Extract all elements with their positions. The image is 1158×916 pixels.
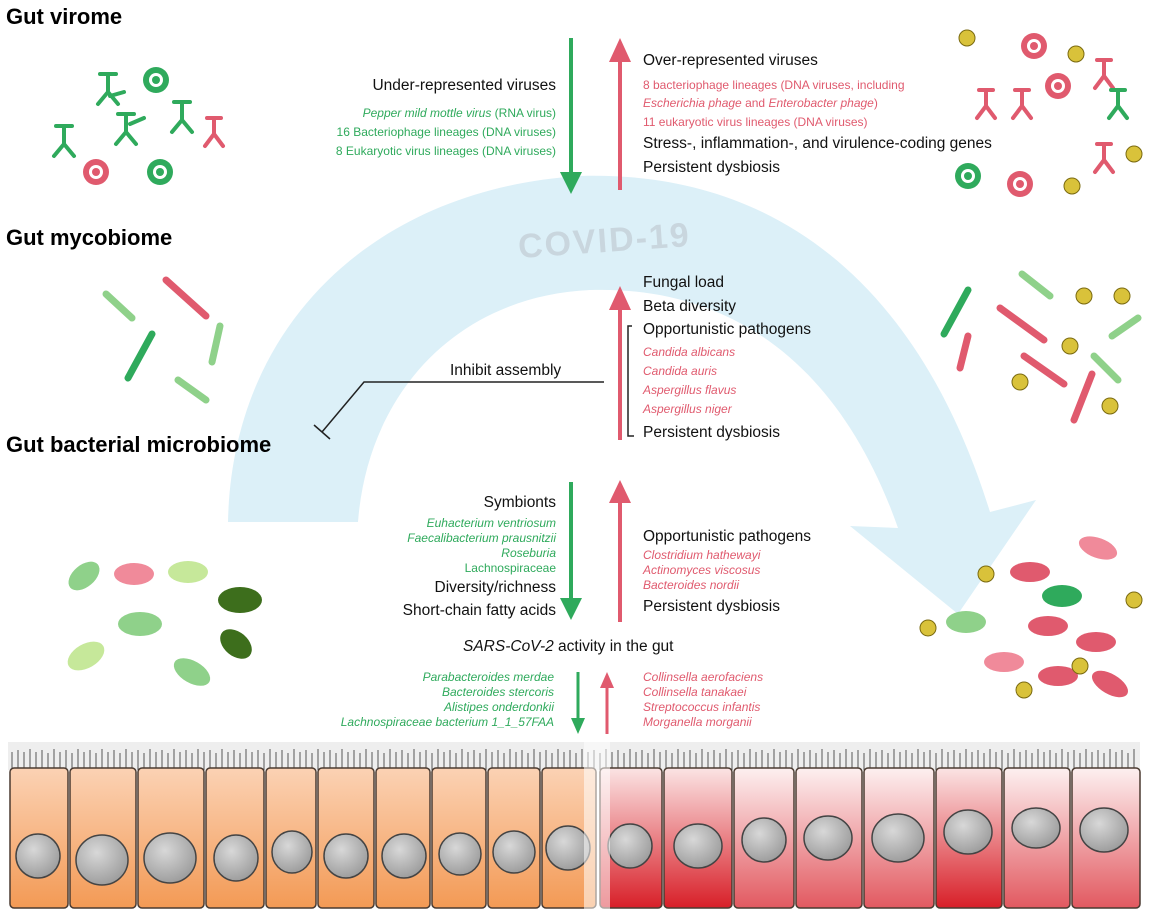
- sars-down-2: Bacteroides stercoris: [441, 685, 554, 699]
- over-item-1: 8 bacteriophage lineages (DNA viruses, i…: [643, 78, 905, 92]
- mycobiome-arrow: [609, 286, 634, 440]
- over-item-2-a: Escherichia phage: [643, 96, 742, 110]
- stress-genes-line: Stress-, inflammation-, and virulence-co…: [643, 135, 992, 152]
- myco-species-3: Aspergillus flavus: [643, 383, 737, 397]
- over-item-2: Escherichia phage and Enterobacter phage…: [643, 96, 878, 110]
- sars-down-1: Parabacteroides merdae: [422, 670, 554, 684]
- bact-dysbiosis-line: Persistent dysbiosis: [643, 598, 780, 615]
- sars-activity-label: SARS-CoV-2 activity in the gut: [463, 638, 674, 656]
- under-item-1-name: Pepper mild mottle virus: [362, 106, 492, 120]
- bact-pathogen-2: Actinomyces viscosus: [643, 563, 761, 577]
- mycobiome-right-cluster: [940, 270, 1142, 424]
- sars-down-4: Lachnospiraceae bacterium 1_1_57FAA: [340, 715, 554, 729]
- under-item-1-rest: (RNA virus): [491, 106, 556, 120]
- inhibit-assembly-label: Inhibit assembly: [450, 362, 562, 379]
- bacterial-arrows: [560, 480, 631, 622]
- virome-arrows: [560, 38, 631, 194]
- myco-opportunistic-line: Opportunistic pathogens: [643, 321, 812, 338]
- beta-diversity-line: Beta diversity: [643, 298, 737, 315]
- diversity-line: Diversity/richness: [434, 579, 556, 596]
- sars-name: SARS-CoV-2: [463, 638, 554, 655]
- myco-species-1: Candida albicans: [643, 345, 736, 359]
- myco-dysbiosis-line: Persistent dysbiosis: [643, 424, 780, 441]
- over-item-2-mid: and: [741, 96, 769, 110]
- sars-down-3: Alistipes onderdonkii: [443, 700, 554, 714]
- symbiont-2: Faecalibacterium prausnitzii: [407, 531, 556, 545]
- sars-up-1: Collinsella aerofaciens: [643, 670, 764, 684]
- under-item-1: Pepper mild mottle virus (RNA virus): [363, 106, 556, 120]
- under-item-2: 16 Bacteriophage lineages (DNA viruses): [336, 125, 556, 139]
- under-represented-title: Under-represented viruses: [372, 77, 556, 94]
- under-item-3: 8 Eukaryotic virus lineages (DNA viruses…: [335, 144, 556, 158]
- fungal-load-line: Fungal load: [643, 274, 725, 291]
- mycobiome-left-cluster: [102, 276, 224, 404]
- virome-left-cluster: [52, 67, 225, 185]
- sars-up-4: Morganella morganii: [643, 715, 752, 729]
- sars-rest: activity in the gut: [553, 638, 674, 655]
- virome-dysbiosis-line: Persistent dysbiosis: [643, 159, 780, 176]
- gut-virome-heading: Gut virome: [6, 4, 123, 29]
- inhibit-line: [313, 381, 604, 440]
- sars-up-2: Collinsella tanakaei: [643, 685, 747, 699]
- covid-arc: [228, 175, 1036, 615]
- over-item-3: 11 eukaryotic virus lineages (DNA viruse…: [643, 115, 868, 129]
- gut-mycobiome-heading: Gut mycobiome: [6, 225, 173, 250]
- symbionts-title: Symbionts: [483, 494, 556, 511]
- myco-species-4: Aspergillus niger: [643, 402, 732, 416]
- symbiont-4: Lachnospiraceae: [464, 561, 556, 575]
- bact-pathogen-1: Clostridium hathewayi: [643, 548, 761, 562]
- bact-pathogen-3: Bacteroides nordii: [643, 578, 740, 592]
- over-item-2-end: ): [873, 96, 878, 110]
- scfa-line: Short-chain fatty acids: [402, 602, 556, 619]
- sars-arrows: [571, 672, 614, 734]
- symbiont-3: Roseburia: [501, 546, 556, 560]
- bacteria-left-cluster: [67, 561, 262, 686]
- symbiont-1: Euhacterium ventriosum: [426, 516, 556, 530]
- epithelium: [8, 736, 1141, 912]
- over-represented-title: Over-represented viruses: [643, 52, 818, 69]
- gut-bacterial-microbiome-heading: Gut bacterial microbiome: [6, 432, 272, 457]
- bact-opportunistic-title: Opportunistic pathogens: [643, 528, 812, 545]
- virome-right-cluster: [955, 29, 1143, 197]
- bacteria-right-cluster: [919, 536, 1143, 699]
- over-item-2-b: Enterobacter phage: [768, 96, 874, 110]
- myco-species-2: Candida auris: [643, 364, 718, 378]
- sars-up-3: Streptococcus infantis: [643, 700, 761, 714]
